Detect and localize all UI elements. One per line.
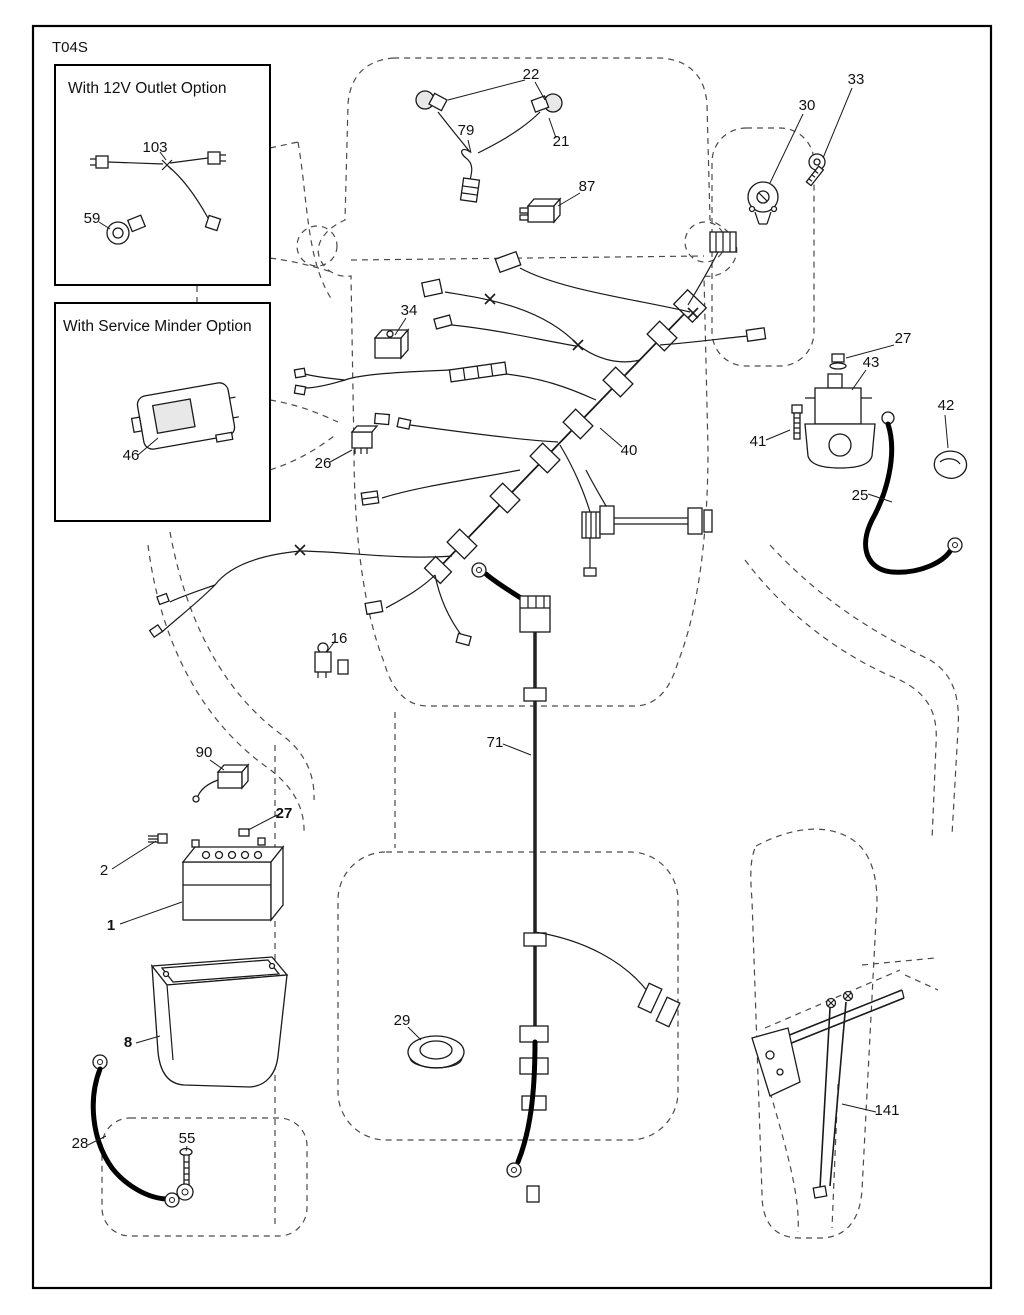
callout-16: 16 (331, 630, 348, 647)
headlight-harness (415, 90, 563, 203)
outlet-option-box: With 12V Outlet Option (54, 64, 271, 286)
main-harness-40 (148, 231, 767, 647)
callout-40: 40 (621, 442, 638, 459)
ignition-key-33 (805, 153, 826, 187)
callout-27-top: 27 (895, 330, 912, 347)
callout-33: 33 (848, 71, 865, 88)
battery-box-8 (150, 956, 289, 1088)
page-frame: T04S (31, 24, 993, 1290)
solenoid-assembly (791, 353, 876, 469)
callout-29: 29 (394, 1012, 411, 1029)
callout-71: 71 (487, 734, 504, 751)
module-90 (192, 763, 250, 803)
callout-59: 59 (84, 210, 101, 227)
callout-22: 22 (523, 66, 540, 83)
callout-141: 141 (874, 1102, 899, 1119)
callout-8: 8 (124, 1034, 132, 1051)
callout-41: 41 (750, 433, 767, 450)
switch-16 (314, 642, 349, 678)
outlet-option-title: With 12V Outlet Option (68, 80, 227, 97)
callout-28: 28 (72, 1135, 89, 1152)
battery-bolt-2 (148, 833, 168, 844)
callout-46: 46 (123, 447, 140, 464)
callout-34: 34 (401, 302, 418, 319)
callout-90: 90 (196, 744, 213, 761)
callout-103: 103 (142, 139, 167, 156)
bracket-assembly-141 (751, 989, 905, 1199)
relay-87 (519, 197, 562, 224)
callout-43: 43 (863, 354, 880, 371)
service-minder-option-box: With Service Minder Option (54, 302, 271, 522)
switch-34 (373, 328, 410, 360)
ground-cable-28 (90, 1054, 180, 1208)
ignition-switch-30 (747, 181, 779, 225)
callouts: 22 79 21 87 30 33 34 27 43 41 42 25 40 2… (72, 66, 955, 1152)
callout-25: 25 (852, 487, 869, 504)
callout-55: 55 (179, 1130, 196, 1147)
battery-nut-27 (238, 828, 250, 837)
callout-79: 79 (458, 122, 475, 139)
terminal-boot (933, 450, 968, 479)
relay-26 (350, 425, 379, 454)
callout-1: 1 (107, 917, 115, 934)
callout-26: 26 (315, 455, 332, 472)
outlet-socket-59 (106, 214, 147, 245)
seat-switch-29 (407, 1035, 465, 1069)
battery-1 (181, 837, 285, 922)
starter-cable-71 (471, 562, 681, 1203)
callout-87: 87 (579, 178, 596, 195)
screw-55 (176, 1147, 194, 1201)
callout-27-battery: 27 (276, 805, 293, 822)
callout-21: 21 (553, 133, 570, 150)
chassis-dashed-outlines (101, 57, 959, 1239)
service-minder-device (130, 382, 240, 450)
battery-cable-42 (863, 411, 968, 575)
page-code: T04S (52, 39, 88, 56)
callout-42: 42 (938, 397, 955, 414)
callout-30: 30 (799, 97, 816, 114)
callout-2: 2 (100, 862, 108, 879)
service-minder-title: With Service Minder Option (63, 318, 252, 335)
